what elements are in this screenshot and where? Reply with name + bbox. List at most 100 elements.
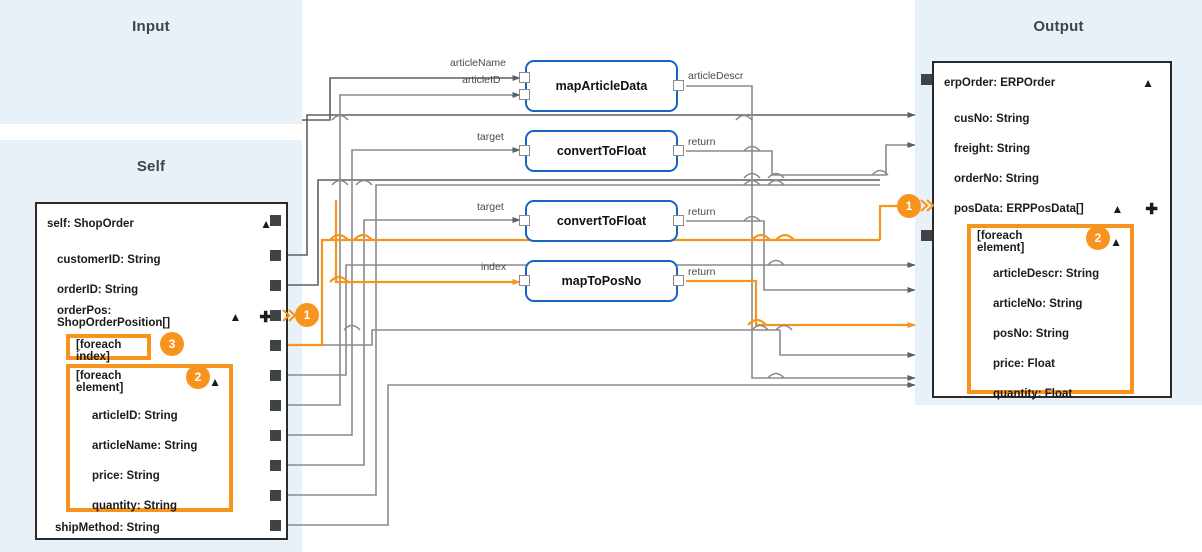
output-field-posdata[interactable]: posData: ERPPosData[] ▲ ✚ [934, 200, 1170, 218]
output-sub-field-articledescr[interactable]: articleDescr: String [971, 266, 1130, 282]
self-sub-field-quantity-label: quantity: String [92, 499, 177, 512]
chevron-up-icon[interactable]: ▲ [1142, 76, 1154, 90]
self-field-orderid[interactable]: orderID: String [37, 281, 286, 299]
self-badge-3: 3 [160, 332, 184, 356]
self-card-header[interactable]: self: ShopOrder ▲ [37, 212, 286, 236]
output-sub-field-posno-label: posNo: String [993, 327, 1070, 340]
output-port-header[interactable] [921, 74, 932, 85]
output-sub-field-price[interactable]: price: Float [971, 356, 1130, 372]
self-sub-field-price[interactable]: price: String [70, 468, 229, 484]
chevron-up-icon[interactable]: ▲ [260, 217, 272, 231]
self-port-shipmethod[interactable] [270, 520, 281, 531]
port-label-return-3: return [688, 266, 716, 278]
plus-icon[interactable]: ✚ [259, 308, 272, 326]
node-maparticledata-output-articledescr[interactable] [673, 80, 684, 91]
node-maptoposno[interactable]: mapToPosNo [525, 260, 678, 302]
chevron-up-icon[interactable]: ▲ [1111, 202, 1124, 216]
plus-icon[interactable]: ✚ [1145, 200, 1158, 218]
output-sub-field-quantity[interactable]: quantity: Float [971, 386, 1130, 402]
port-label-articledescr: articleDescr [688, 70, 744, 82]
port-label-return-2: return [688, 206, 716, 218]
output-field-cusno-label: cusNo: String [954, 112, 1030, 125]
self-port-articlename[interactable] [270, 430, 281, 441]
panel-self-title: Self [136, 158, 166, 175]
node-maparticledata-input-articlename[interactable] [519, 72, 530, 83]
output-foreach-element-group[interactable]: [foreach element] ▲ articleDescr: String… [967, 224, 1134, 400]
self-sub-field-quantity[interactable]: quantity: String [70, 498, 229, 514]
output-port-foreach-element[interactable] [921, 230, 932, 241]
self-port-articleid[interactable] [270, 400, 281, 411]
output-foreach-element-label: [foreach element] [977, 230, 1025, 254]
panel-input-title: Input [132, 18, 170, 35]
output-field-freight-label: freight: String [954, 142, 1031, 155]
chevron-up-icon[interactable]: ▲ [209, 375, 221, 389]
output-card-header-label: erpOrder: ERPOrder [944, 76, 1056, 89]
output-card-header[interactable]: erpOrder: ERPOrder ▲ [934, 71, 1170, 95]
port-label-articleid: articleID [462, 74, 501, 86]
self-field-orderid-label: orderID: String [57, 283, 139, 296]
port-label-return-1: return [688, 136, 716, 148]
self-sub-field-articleid[interactable]: articleID: String [70, 408, 229, 424]
output-sub-field-quantity-label: quantity: Float [993, 387, 1073, 400]
node-converttofloat-1-title: convertToFloat [556, 144, 647, 158]
node-maparticledata-input-articleid[interactable] [519, 89, 530, 100]
self-card: self: ShopOrder ▲ customerID: String ord… [35, 202, 288, 540]
port-label-articlename: articleName [450, 57, 507, 69]
output-sub-field-price-label: price: Float [993, 357, 1055, 370]
output-sub-field-articleno[interactable]: articleNo: String [971, 296, 1130, 312]
self-port-orderpos[interactable] [270, 310, 281, 321]
output-sub-field-articleno-label: articleNo: String [993, 297, 1083, 310]
self-sub-field-articlename[interactable]: articleName: String [70, 438, 229, 454]
chevron-up-icon[interactable]: ▲ [229, 310, 242, 324]
self-sub-field-price-label: price: String [92, 469, 160, 482]
node-maparticledata[interactable]: mapArticleData [525, 60, 678, 112]
chevron-up-icon[interactable]: ▲ [1110, 235, 1122, 249]
output-card: erpOrder: ERPOrder ▲ cusNo: String freig… [932, 61, 1172, 400]
output-field-posdata-label: posData: ERPPosData[] [954, 202, 1084, 215]
node-maparticledata-title: mapArticleData [555, 79, 648, 93]
self-badge-2: 2 [186, 365, 210, 389]
node-converttofloat-2[interactable]: convertToFloat [525, 200, 678, 242]
node-converttofloat-2-input-target[interactable] [519, 215, 530, 226]
output-badge-2: 2 [1086, 226, 1110, 250]
self-foreach-index-group[interactable]: [foreach index] [66, 334, 151, 363]
self-field-orderpos[interactable]: orderPos: ShopOrderPosition[] ▲ ✚ [37, 302, 286, 332]
output-sub-field-articledescr-label: articleDescr: String [993, 267, 1100, 280]
self-foreach-element-label: [foreach element] [76, 370, 124, 394]
self-foreach-element-group[interactable]: [foreach element] ▲ articleID: String ar… [66, 364, 233, 512]
self-port-header[interactable] [270, 215, 281, 226]
output-field-orderno[interactable]: orderNo: String [934, 170, 1170, 188]
node-converttofloat-1-output-return[interactable] [673, 145, 684, 156]
self-field-shipmethod[interactable]: shipMethod: String [37, 519, 286, 537]
self-port-foreach-element[interactable] [270, 370, 281, 381]
self-foreach-index-label: [foreach index] [76, 339, 122, 363]
node-maptoposno-title: mapToPosNo [561, 274, 642, 288]
output-field-cusno[interactable]: cusNo: String [934, 110, 1170, 128]
node-converttofloat-2-title: convertToFloat [556, 214, 647, 228]
self-port-orderid[interactable] [270, 280, 281, 291]
port-label-index: index [481, 261, 507, 273]
node-maptoposno-output-return[interactable] [673, 275, 684, 286]
output-field-freight[interactable]: freight: String [934, 140, 1170, 158]
port-label-target-1: target [477, 131, 504, 143]
self-field-shipmethod-label: shipMethod: String [55, 521, 160, 534]
node-converttofloat-1-input-target[interactable] [519, 145, 530, 156]
node-converttofloat-2-output-return[interactable] [673, 215, 684, 226]
output-sub-field-posno[interactable]: posNo: String [971, 326, 1130, 342]
node-maptoposno-input-index[interactable] [519, 275, 530, 286]
panel-input: Input [0, 0, 302, 124]
node-converttofloat-1[interactable]: convertToFloat [525, 130, 678, 172]
self-field-orderpos-label: orderPos: ShopOrderPosition[] [57, 304, 171, 330]
self-field-customerid[interactable]: customerID: String [37, 251, 286, 269]
self-sub-field-articleid-label: articleID: String [92, 409, 178, 422]
self-port-quantity[interactable] [270, 490, 281, 501]
self-port-customerid[interactable] [270, 250, 281, 261]
self-card-header-label: self: ShopOrder [47, 217, 134, 230]
self-port-foreach-index[interactable] [270, 340, 281, 351]
port-label-target-2: target [477, 201, 504, 213]
self-port-price[interactable] [270, 460, 281, 471]
self-sub-field-articlename-label: articleName: String [92, 439, 198, 452]
panel-output-title: Output [1033, 18, 1084, 35]
self-field-customerid-label: customerID: String [57, 253, 161, 266]
